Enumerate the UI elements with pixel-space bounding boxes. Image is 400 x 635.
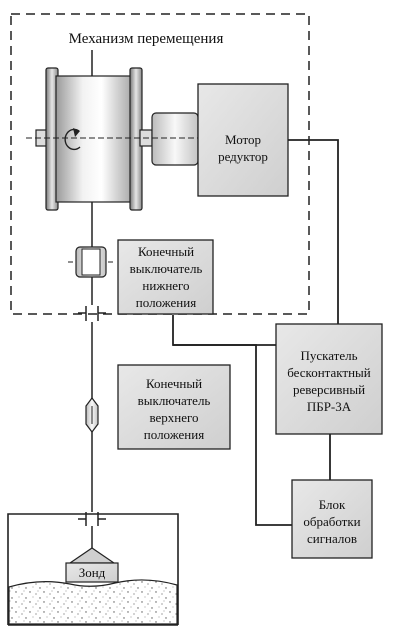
motor-label-line-1: Мотор (225, 132, 261, 147)
vessel (7, 513, 179, 626)
cable-stop (85, 397, 99, 433)
motor-reducer-box (197, 83, 289, 197)
rotation-arrow-icon (64, 128, 81, 151)
limit-roller (68, 246, 116, 278)
signal-unit-line-1: Блок (319, 497, 346, 512)
motor-label-line-2: редуктор (218, 149, 268, 164)
lower-limit-line-4: положения (136, 295, 196, 310)
starter-line-2: бесконтактный (287, 365, 371, 380)
starter-box (275, 323, 383, 435)
upper-limit-line-4: положения (144, 427, 204, 442)
drum (26, 67, 160, 211)
upper-limit-switch-box (117, 364, 231, 450)
starter-line-3: реверсивный (293, 382, 365, 397)
bulk-material (8, 579, 178, 625)
drive-shaft (151, 112, 199, 166)
lower-limit-line-3: нижнего (142, 278, 189, 293)
wiring (172, 139, 339, 526)
signal-unit-line-3: сигналов (307, 531, 357, 546)
upper-limit-line-1: Конечный (146, 376, 202, 391)
signal-unit-line-2: обработки (303, 514, 360, 529)
probe: Зонд (65, 547, 119, 583)
starter-line-4: ПБР-3А (307, 399, 352, 414)
lower-limit-line-1: Конечный (138, 244, 194, 259)
upper-limit-line-3: верхнего (149, 410, 198, 425)
upper-limit-line-2: выключатель (138, 393, 211, 408)
lower-limit-line-2: выключатель (130, 261, 203, 276)
lower-limit-switch-box (117, 239, 214, 315)
cable-break-upper (78, 306, 106, 321)
drum-body (55, 75, 133, 203)
probe-label: Зонд (79, 565, 106, 580)
starter-line-1: Пускатель (300, 348, 357, 363)
mechanism-title: Механизм перемещения (69, 31, 224, 47)
signal-unit-box (291, 479, 373, 559)
